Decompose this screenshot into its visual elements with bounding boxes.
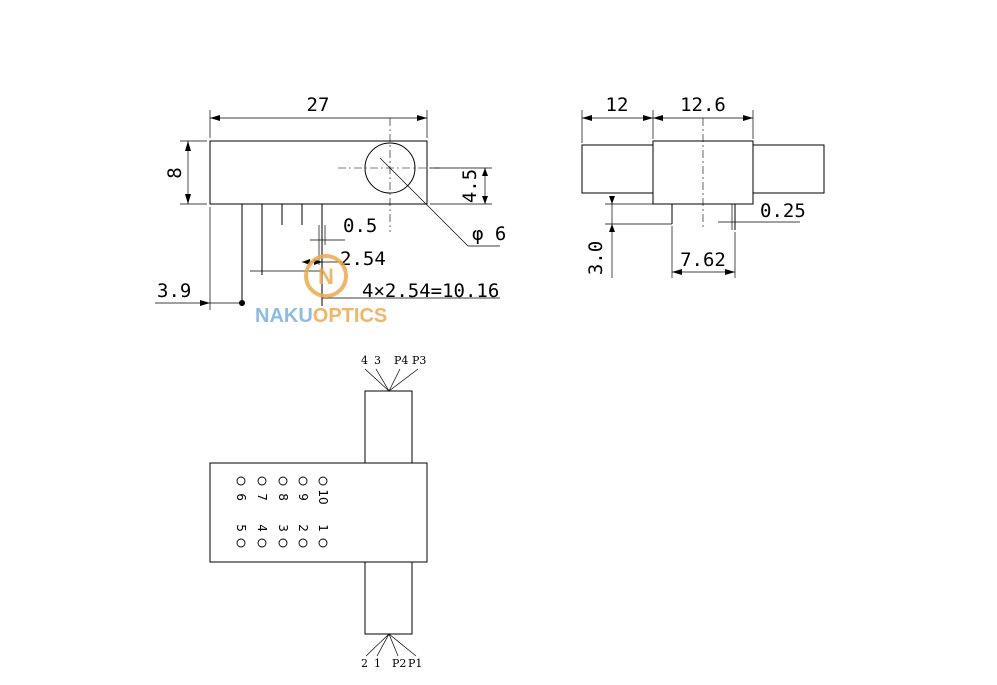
front-body [209,140,428,205]
top-row-pin-number-6: 6 [234,493,248,501]
top-row-pin-number-9: 9 [296,493,310,501]
dim-pin-length: 3.0 [585,241,607,275]
dim-hole-diameter: φ 6 [472,223,506,245]
bottom-row-hole-5 [236,538,246,548]
dim-pin-span: 4×2.54=10.16 [362,280,499,302]
bottom-lead-label-3: P2 [392,657,406,670]
logo-text: NAKUOPTICS [255,305,387,327]
side-view: 12 12.6 0.25 3.0 7.62 [581,94,825,278]
top-row-pin-number-7: 7 [255,493,269,501]
naku-optics-logo: N NAKUOPTICS [255,254,387,327]
top-lead-label-4: P3 [412,354,426,367]
dim-pin-pitch: 2.54 [340,248,386,270]
top-row-hole-7 [257,476,267,486]
bottom-row-hole-2 [298,538,308,548]
top-row-hole-9 [298,476,308,486]
bottom-row-hole-1 [318,538,328,548]
top-row-hole-10 [318,476,328,486]
bottom-row-pin-number-5: 5 [234,524,248,532]
top-row-hole-8 [278,476,288,486]
bottom-row-pin-number-1: 1 [316,524,330,532]
logo-text-optics: OPTICS [313,305,387,327]
dim-height: 8 [164,167,186,178]
bottom-top-tube [364,390,413,464]
dim-edge-offset: 3.9 [157,280,191,302]
dim-hole-offset: 4.5 [459,169,481,203]
bottom-row-hole-4 [257,538,267,548]
top-lead-label-3: P4 [394,354,408,367]
dim-length: 27 [307,94,330,116]
bottom-row-pin-number-3: 3 [276,524,290,532]
bottom-lead-label-1: 2 [361,657,368,670]
bottom-row-pin-number-4: 4 [255,524,269,532]
bottom-lead-label-2: 1 [374,657,381,670]
top-row-pin-number-8: 8 [276,493,290,501]
dim-side-center: 12.6 [680,94,726,116]
side-right-block [752,144,825,194]
bottom-bottom-tube [364,561,413,635]
front-view: 27 8 4.5 φ 6 0.5 2.54 4×2.54=10.16 [155,94,506,310]
top-row-pin-number-10: 10 [316,489,330,504]
logo-text-naku: NAKU [255,305,313,327]
bottom-row-hole-3 [278,538,288,548]
dim-pin-width: 0.5 [343,215,377,237]
top-lead-label-2: 3 [374,354,381,367]
dim-row-spacing: 7.62 [680,249,726,271]
bottom-body [209,462,428,563]
side-left-block [581,144,654,194]
top-lead-label-1: 4 [361,354,368,367]
bottom-lead-label-4: P1 [408,657,422,670]
dim-side-left: 12 [606,94,629,116]
bottom-row-pin-number-2: 2 [296,524,310,532]
dim-pin-thickness: 0.25 [760,200,806,222]
logo-badge-icon [304,254,348,298]
logo-badge-letter: N [318,264,334,289]
top-row-hole-6 [236,476,246,486]
